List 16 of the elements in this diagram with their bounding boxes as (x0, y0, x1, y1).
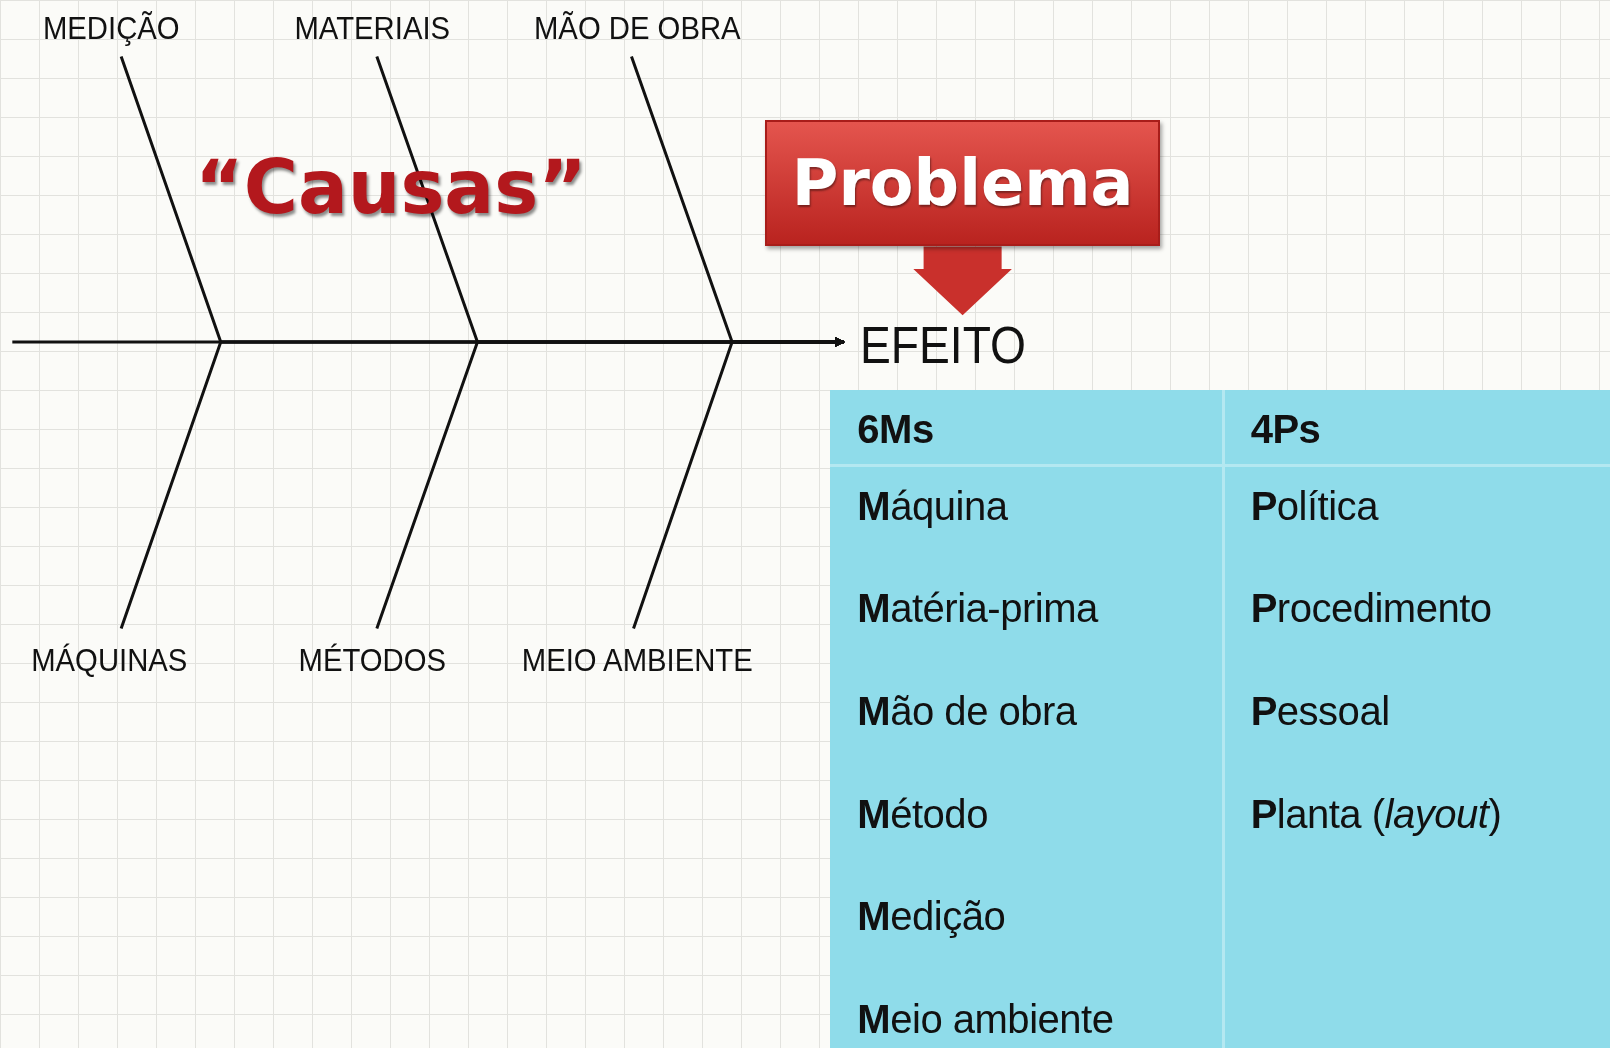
callout-box: Problema (764, 120, 1161, 247)
block-arrow (913, 246, 1012, 316)
table-cell-text: Mão de obra (857, 687, 1077, 735)
table-cell-text: Matéria-prima (857, 585, 1098, 633)
table-cell-text: Política (1250, 482, 1378, 530)
column-header: 4Ps (1250, 405, 1321, 453)
table-cell-text: Planta (layout) (1250, 790, 1502, 838)
table-cell-text: Procedimento (1250, 585, 1492, 633)
table-cell-text: Máquina (857, 482, 1008, 530)
effect-label: EFEITO (860, 315, 1027, 377)
column-header: 6Ms (857, 405, 934, 453)
spine-arrow (12, 336, 845, 347)
table-cell-text: Método (857, 790, 988, 838)
table-cell-text: Meio ambiente (857, 995, 1114, 1043)
table-cell-text: Pessoal (1250, 687, 1390, 735)
table-cell-text: Medição (857, 893, 1006, 941)
